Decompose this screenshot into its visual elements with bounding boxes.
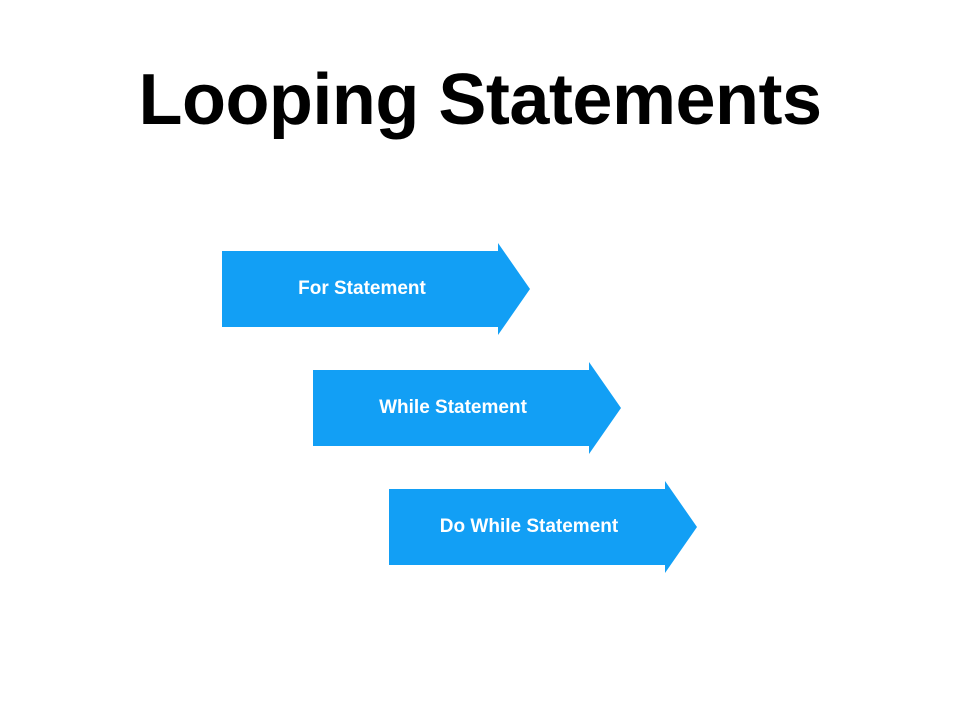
arrow-label: Do While Statement <box>439 516 619 537</box>
arrow-shape-icon <box>222 243 530 335</box>
arrow-label: While Statement <box>379 397 527 418</box>
arrow-do-while-statement: Do While Statement <box>389 481 697 573</box>
arrow-shape-icon <box>313 362 621 454</box>
slide-title: Looping Statements <box>138 60 822 140</box>
arrow-label: For Statement <box>298 278 426 299</box>
arrow-while-statement: While Statement <box>313 362 621 454</box>
arrow-for-statement: For Statement <box>222 243 530 335</box>
arrow-shape-icon <box>389 481 697 573</box>
